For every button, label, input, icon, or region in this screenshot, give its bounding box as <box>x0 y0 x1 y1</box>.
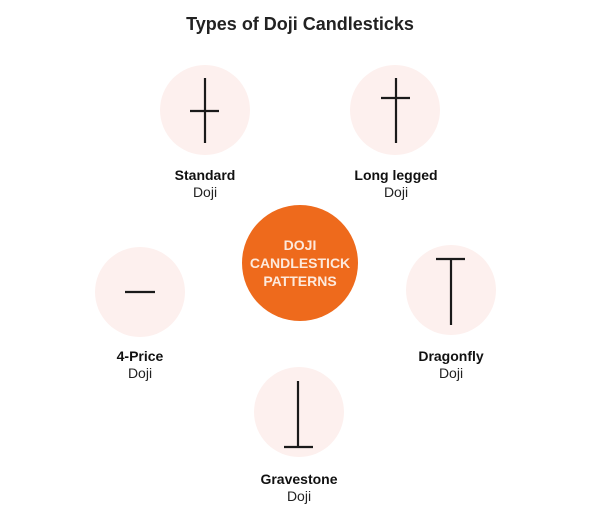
node-four-price-doji <box>95 247 185 337</box>
node-name: Dragonfly <box>418 348 484 364</box>
center-line-2: CANDLESTICK <box>249 255 351 271</box>
center-line-3: PATTERNS <box>263 273 337 289</box>
label-dragonfly-doji: Dragonfly Doji <box>371 348 531 382</box>
label-gravestone-doji: Gravestone Doji <box>219 471 379 505</box>
node-gravestone-doji <box>254 367 344 457</box>
center-line-1: DOJI <box>283 237 317 253</box>
node-sub: Doji <box>127 365 153 381</box>
node-name: 4-Price <box>116 348 164 364</box>
node-sub: Doji <box>192 184 218 200</box>
long-legged-doji-icon <box>381 78 410 143</box>
node-name: Gravestone <box>260 471 338 487</box>
node-name: Long legged <box>354 167 438 183</box>
node-sub: Doji <box>438 365 464 381</box>
center-node: DOJI CANDLESTICK PATTERNS <box>242 205 358 321</box>
label-four-price-doji: 4-Price Doji <box>60 348 220 382</box>
diagram-title: Types of Doji Candlesticks <box>186 14 414 34</box>
four-price-doji-icon <box>125 290 155 294</box>
node-sub: Doji <box>383 184 409 200</box>
standard-doji-icon <box>190 78 219 143</box>
dragonfly-doji-icon <box>436 257 465 325</box>
node-dragonfly-doji <box>406 245 496 335</box>
label-long-legged-doji: Long legged Doji <box>316 167 476 201</box>
gravestone-doji-icon <box>284 381 313 449</box>
node-name: Standard <box>174 167 236 183</box>
label-standard-doji: Standard Doji <box>125 167 285 201</box>
node-sub: Doji <box>286 488 312 504</box>
node-long-legged-doji <box>350 65 440 155</box>
node-standard-doji <box>160 65 250 155</box>
